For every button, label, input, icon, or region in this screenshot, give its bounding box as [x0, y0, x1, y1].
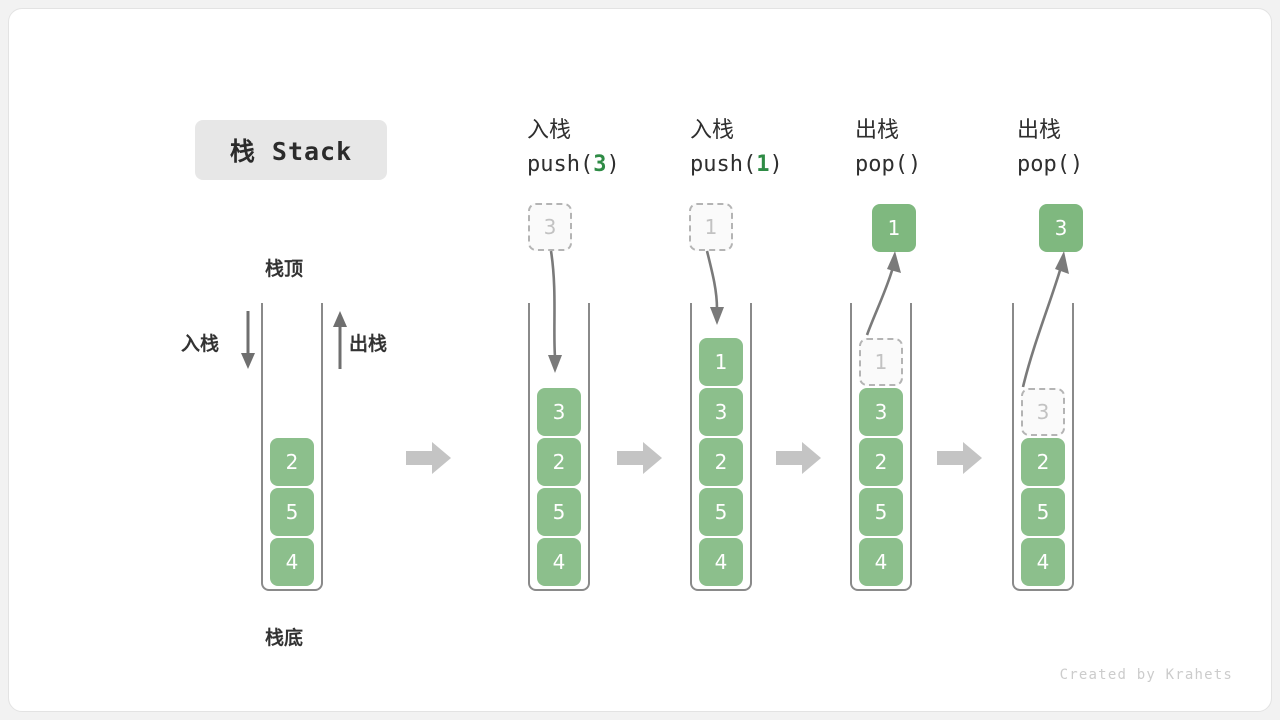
- column-header-push1: 入栈 push(1): [690, 114, 870, 182]
- stack-cell: 4: [699, 538, 743, 586]
- code-pre: pop(: [855, 152, 908, 177]
- column-header-cn: 出栈: [855, 118, 900, 143]
- stack-items-push3: 3 2 5 4: [530, 388, 588, 586]
- stack-cell: 4: [859, 538, 903, 586]
- step-arrow-3-icon: [776, 442, 821, 474]
- stack-cell-ghost: 1: [859, 338, 903, 386]
- code-post: ): [907, 152, 922, 177]
- column-header-pop-1: 出栈 pop(): [855, 114, 1035, 182]
- stack-frame-initial: 2 5 4: [261, 303, 323, 591]
- stack-cell: 3: [537, 388, 581, 436]
- stack-cell: 5: [859, 488, 903, 536]
- stack-cell: 3: [699, 388, 743, 436]
- code-post: ): [1069, 152, 1084, 177]
- stack-frame-push3: 3 2 5 4: [528, 303, 590, 591]
- column-header-cn: 入栈: [527, 118, 572, 143]
- stack-items-pop-3: 3 2 5 4: [1014, 388, 1072, 586]
- column-header-pop-3: 出栈 pop(): [1017, 114, 1197, 182]
- title-badge: 栈 Stack: [195, 120, 387, 180]
- push-direction-label: 入栈: [181, 333, 220, 355]
- code-pre: push(: [527, 152, 594, 177]
- step-arrow-4-icon: [937, 442, 982, 474]
- stack-cell: 5: [1021, 488, 1065, 536]
- diagram-card: 栈 Stack 栈顶 栈底 入栈 出栈 2 5 4: [8, 8, 1272, 712]
- stack-cell-ghost: 3: [1021, 388, 1065, 436]
- column-header-code: push(3): [527, 148, 707, 182]
- stack-top-label: 栈顶: [265, 258, 304, 280]
- code-arg: 1: [756, 152, 770, 177]
- stack-cell: 1: [699, 338, 743, 386]
- column-header-code: pop(): [1017, 148, 1197, 182]
- code-pre: pop(: [1017, 152, 1070, 177]
- column-header-code: push(1): [690, 148, 870, 182]
- code-post: ): [769, 152, 783, 177]
- stack-cell: 5: [537, 488, 581, 536]
- stack-bottom-label: 栈底: [265, 627, 304, 649]
- column-header-push3: 入栈 push(3): [527, 114, 707, 182]
- stack-cell: 2: [859, 438, 903, 486]
- stack-frame-pop-3: 3 2 5 4: [1012, 303, 1074, 591]
- stack-cell: 4: [1021, 538, 1065, 586]
- stack-cell: 2: [537, 438, 581, 486]
- step-arrow-2-icon: [617, 442, 662, 474]
- stack-cell: 4: [270, 538, 314, 586]
- code-pre: push(: [690, 152, 757, 177]
- column-header-code: pop(): [855, 148, 1035, 182]
- stack-cell: 4: [537, 538, 581, 586]
- popped-value-box: 3: [1039, 204, 1083, 252]
- stack-frame-push1: 1 3 2 5 4: [690, 303, 752, 591]
- column-header-cn: 出栈: [1017, 118, 1062, 143]
- stack-items-push1: 1 3 2 5 4: [692, 338, 750, 586]
- stack-items-pop-1: 1 3 2 5 4: [852, 338, 910, 586]
- stack-cell: 5: [699, 488, 743, 536]
- stack-items-initial: 2 5 4: [263, 438, 321, 586]
- watermark: Created by Krahets: [1059, 667, 1233, 683]
- push-down-arrow-icon: [241, 311, 255, 369]
- stack-cell: 2: [270, 438, 314, 486]
- popped-value-box: 1: [872, 204, 916, 252]
- stack-cell: 2: [1021, 438, 1065, 486]
- code-post: ): [606, 152, 620, 177]
- pop-up-arrow-icon: [333, 311, 347, 369]
- stack-frame-pop-1: 1 3 2 5 4: [850, 303, 912, 591]
- stack-cell: 2: [699, 438, 743, 486]
- incoming-value-box: 3: [528, 203, 572, 251]
- stack-cell: 5: [270, 488, 314, 536]
- incoming-value-box: 1: [689, 203, 733, 251]
- step-arrow-1-icon: [406, 442, 451, 474]
- code-arg: 3: [593, 152, 607, 177]
- stack-cell: 3: [859, 388, 903, 436]
- column-header-cn: 入栈: [690, 118, 735, 143]
- pop-direction-label: 出栈: [349, 333, 388, 355]
